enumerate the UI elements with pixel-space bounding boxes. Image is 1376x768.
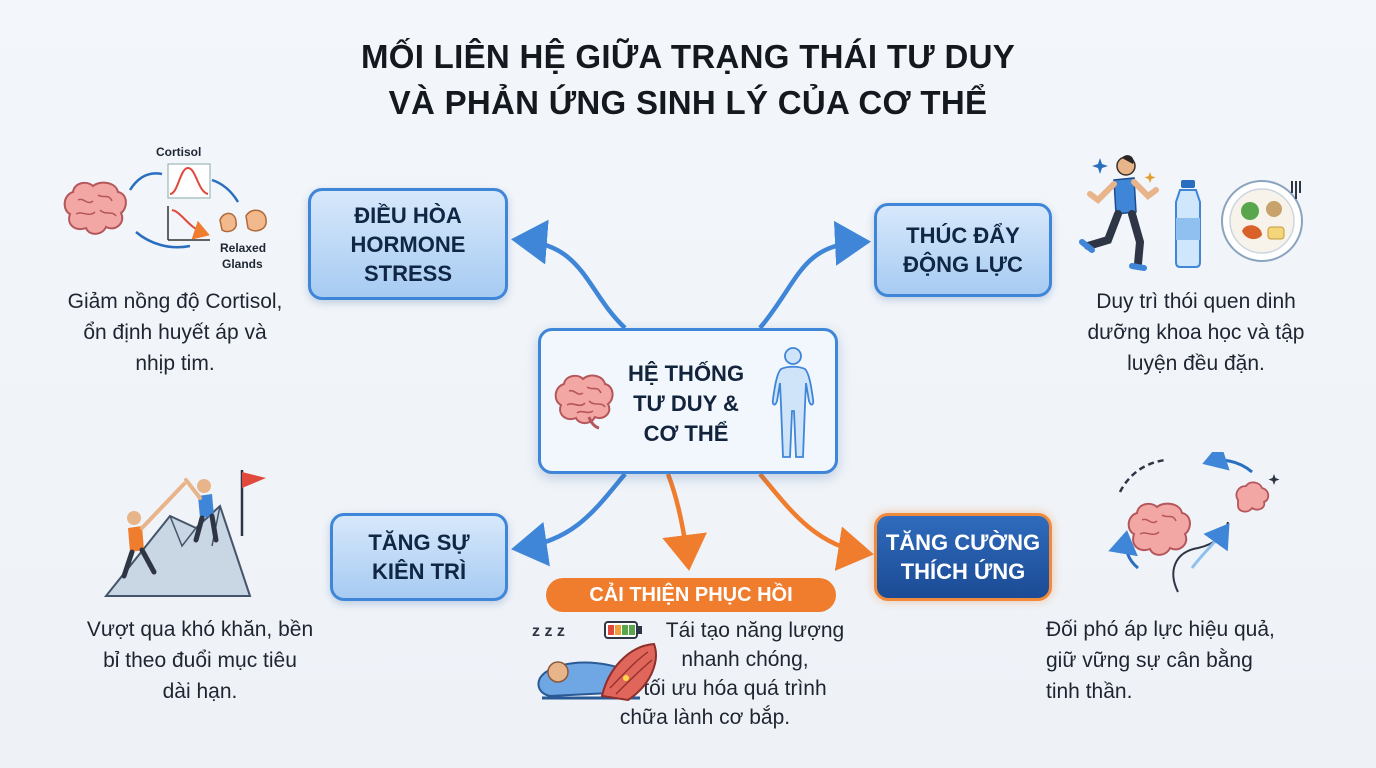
node-motivation-line-1: THÚC ĐẨY <box>906 223 1020 248</box>
node-adaptation: TĂNG CƯỜNG THÍCH ỨNG <box>874 513 1052 601</box>
connector-adaptation <box>758 472 874 571</box>
node-persistence-line-2: KIÊN TRÌ <box>371 559 467 584</box>
desc-hormone-line-1: Giảm nồng độ Cortisol, <box>67 290 283 313</box>
desc-motivation-line-3: luyện đều đặn. <box>1127 352 1265 375</box>
desc-persistence-line-3: dài hạn. <box>162 680 238 703</box>
svg-text:Glands: Glands <box>222 257 263 271</box>
water-bottle-icon <box>1175 180 1201 268</box>
center-line-2: TƯ DUY & <box>633 391 739 416</box>
node-hormone-line-3: STRESS <box>363 260 452 286</box>
desc-motivation: Duy trì thói quen dinh dưỡng khoa học và… <box>1046 286 1346 379</box>
node-adaptation-line-2: THÍCH ỨNG <box>900 559 1026 584</box>
brain-cycle-icon <box>1108 452 1280 593</box>
page-title: MỐI LIÊN HỆ GIỮA TRẠNG THÁI TƯ DUY VÀ PH… <box>0 34 1376 126</box>
desc-recovery-line-3: tối ưu hóa quá trình <box>643 677 827 700</box>
node-center-system: HỆ THỐNG TƯ DUY & CƠ THỂ <box>538 328 838 474</box>
node-persistence: TĂNG SỰ KIÊN TRÌ <box>330 513 508 601</box>
flag-icon <box>240 470 266 536</box>
center-line-3: CƠ THỂ <box>643 421 729 446</box>
node-hormone-line-1: ĐIỀU HÒA <box>354 202 462 228</box>
connector-hormone <box>511 219 627 330</box>
desc-recovery-line-4: chữa lành cơ bắp. <box>619 706 791 729</box>
glands-icon <box>219 209 267 233</box>
desc-hormone-line-2: ổn định huyết áp và <box>83 321 267 344</box>
desc-persistence: Vượt qua khó khăn, bền bỉ theo đuổi mục … <box>50 614 350 707</box>
food-plate-icon <box>1221 180 1303 262</box>
svg-text:Relaxed: Relaxed <box>220 241 266 255</box>
node-motivation: THÚC ĐẨY ĐỘNG LỰC <box>874 203 1052 297</box>
title-line-1: MỐI LIÊN HỆ GIỮA TRẠNG THÁI TƯ DUY <box>360 38 1016 75</box>
desc-hormone: Giảm nồng độ Cortisol, ổn định huyết áp … <box>30 286 320 379</box>
center-line-1: HỆ THỐNG <box>627 361 745 386</box>
node-persistence-line-1: TĂNG SỰ <box>368 530 470 555</box>
mountain-climbers-icon <box>103 470 266 597</box>
connector-motivation <box>758 220 871 330</box>
brain-icon <box>63 181 127 235</box>
desc-persistence-line-1: Vượt qua khó khăn, bền <box>86 618 314 641</box>
desc-persistence-line-2: bỉ theo đuổi mục tiêu <box>103 649 297 672</box>
desc-adaptation-line-3: tinh thần. <box>1046 680 1133 703</box>
muscle-icon <box>600 642 657 702</box>
desc-recovery: Tái tạo năng lượng nhanh chóng, tối ưu h… <box>580 616 870 732</box>
desc-adaptation: Đối phó áp lực hiệu quả, giữ vững sự cân… <box>1030 614 1346 707</box>
desc-motivation-line-2: dưỡng khoa học và tập <box>1087 321 1305 344</box>
recovery-label-pill: CẢI THIỆN PHỤC HỒI <box>546 578 836 612</box>
runner-icon <box>1079 155 1159 271</box>
node-hormone-line-2: HORMONE <box>350 231 466 257</box>
center-label: HỆ THỐNG TƯ DUY & CƠ THỂ <box>611 359 761 449</box>
node-hormone-stress: ĐIỀU HÒA HORMONE STRESS <box>308 188 508 300</box>
desc-motivation-line-1: Duy trì thói quen dinh <box>1096 290 1296 313</box>
connector-persistence <box>511 472 627 567</box>
battery-icon <box>604 621 642 639</box>
node-adaptation-line-1: TĂNG CƯỜNG <box>885 530 1041 555</box>
desc-recovery-line-2: nhanh chóng, <box>681 648 809 671</box>
svg-text:z z z: z z z <box>532 623 565 640</box>
brain-icon <box>554 374 614 430</box>
human-body-icon <box>771 347 815 458</box>
desc-recovery-line-1: Tái tạo năng lượng <box>665 619 845 642</box>
desc-hormone-line-3: nhịp tim. <box>135 352 215 375</box>
node-motivation-line-2: ĐỘNG LỰC <box>903 252 1023 277</box>
svg-text:Cortisol: Cortisol <box>156 145 201 159</box>
desc-adaptation-line-2: giữ vững sự cân bằng <box>1046 649 1253 672</box>
title-line-2: VÀ PHẢN ỨNG SINH LÝ CỦA CƠ THỂ <box>388 84 988 121</box>
desc-adaptation-line-1: Đối phó áp lực hiệu quả, <box>1046 618 1275 641</box>
connector-recovery <box>662 473 707 571</box>
cortisol-chart-icon: Cortisol Relaxed Glands <box>63 145 267 271</box>
